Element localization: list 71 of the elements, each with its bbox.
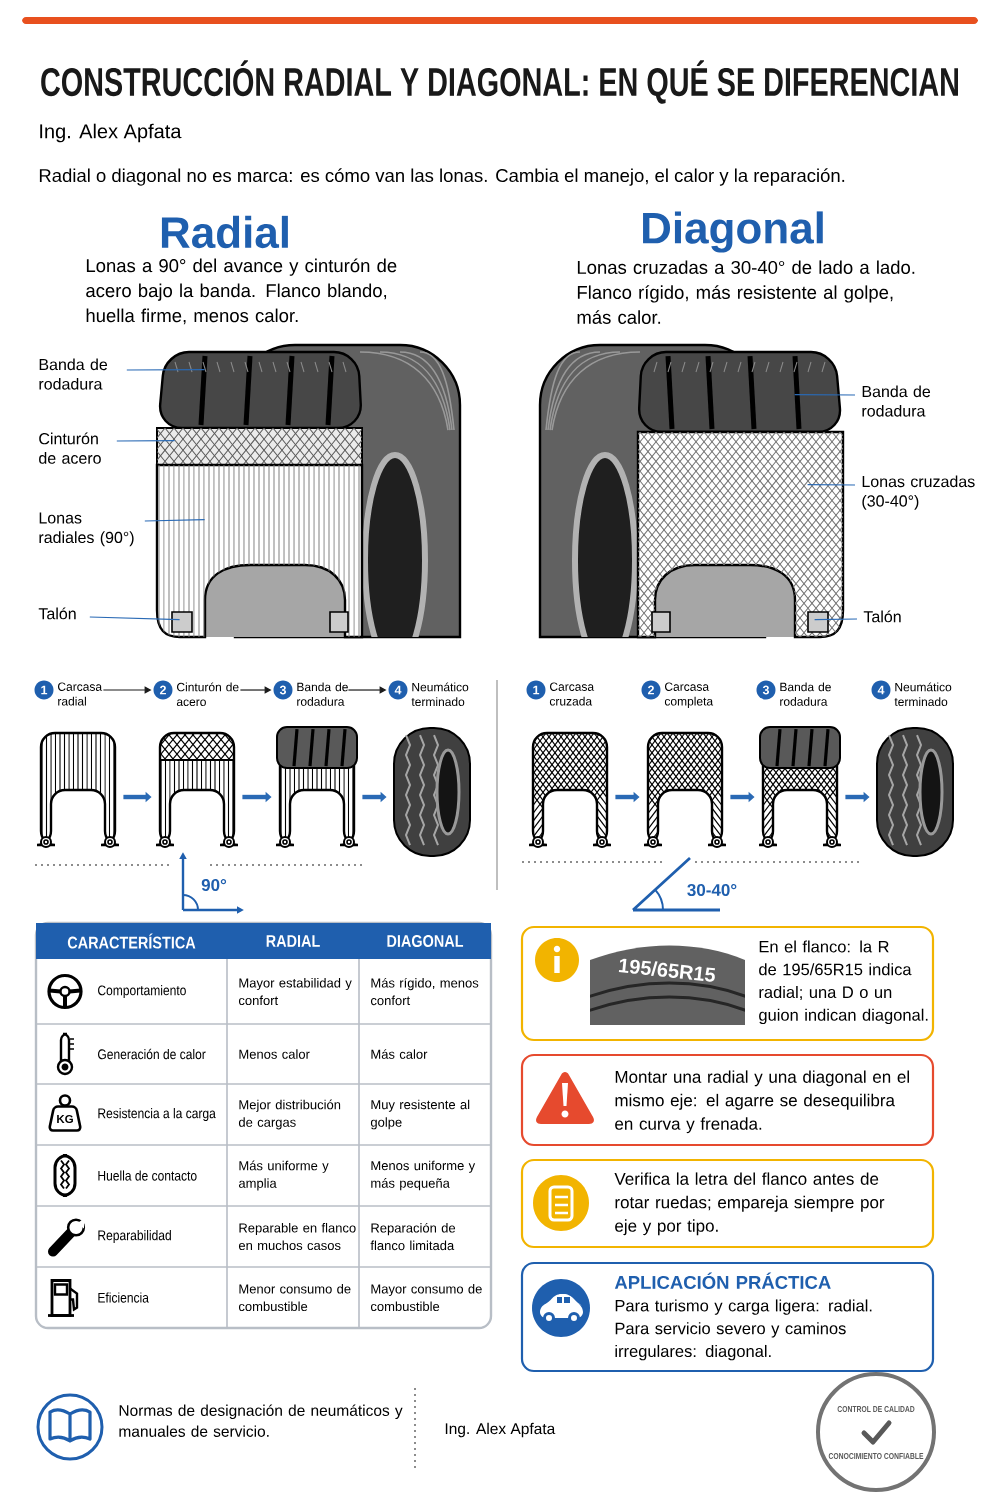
weight-mark: KG <box>57 1114 73 1124</box>
table-cell: Reparabilidad <box>98 1230 171 1244</box>
part-label: Lonas radiales (90°) <box>39 512 134 547</box>
step-number: 3 <box>756 680 776 700</box>
tire-cutaway-drawing <box>155 343 462 639</box>
table-cell: Reparación de flanco limitada <box>370 1222 456 1251</box>
header-cell: DIAGONAL <box>359 923 491 959</box>
table-cell: Más rígido, menos confort <box>370 977 479 1006</box>
step-number: 2 <box>153 680 173 700</box>
step-caption: Carcasa completa <box>664 682 714 708</box>
leader-line <box>794 394 856 396</box>
part-label: Banda de rodadura <box>862 385 931 417</box>
step-number: 1 <box>34 680 54 700</box>
part-label: Talón <box>38 607 76 620</box>
footer-note: Normas de designación de neumáticos y manuales de servicio. <box>119 1404 403 1437</box>
table-cell: Más uniforme y amplia <box>238 1160 329 1191</box>
description-text: Lonas cruzadas a 30-40° de lado a lado. Flanco rígido, más resistente al golpe, más calor. <box>577 260 915 324</box>
step-number: 4 <box>871 680 891 700</box>
step-caption: Neumático terminado <box>894 682 952 706</box>
table-cell: Muy resistente al golpe <box>370 1099 470 1130</box>
part-label: Cinturón de acero <box>39 432 101 464</box>
step-number: 1 <box>526 680 546 700</box>
tire-cutaway-drawing <box>538 343 845 639</box>
author-name: Ing. Alex Apfata <box>40 123 182 143</box>
intro-text: Radial o diagonal no es marca: es cómo van las lonas. Cambia el manejo, el calor y la reparación. <box>39 168 845 186</box>
step-caption: Neumático terminado <box>411 682 469 706</box>
table-cell: Más calor <box>371 1049 428 1059</box>
header-cell: CARACTERÍSTICA <box>36 923 227 959</box>
table-cell: Eficiencia <box>98 1292 149 1303</box>
part-label: Talón <box>863 610 901 623</box>
angle-label: 30-40° <box>687 884 737 897</box>
leader-line <box>116 440 176 442</box>
step-caption: Banda de rodadura <box>297 682 348 706</box>
leader-line <box>144 519 206 522</box>
tire-size-code: 195/65R15 <box>618 958 715 982</box>
table-cell: Menos uniforme y más pequeña <box>371 1160 476 1191</box>
stamp-text: CONOCIMIENTO CONFIABLE <box>828 1453 924 1460</box>
leader-line <box>126 369 206 371</box>
header-cell: RADIAL <box>227 923 359 959</box>
step-number: 3 <box>273 680 293 700</box>
table-cell: Reparable en flanco en muchos casos <box>238 1222 356 1251</box>
step-caption: Cinturón de acero <box>176 682 239 706</box>
table-cell: Mejor distribución de cargas <box>238 1099 341 1130</box>
section-heading: Radial <box>161 215 288 249</box>
step-caption: Banda de rodadura <box>780 682 831 706</box>
title: CONSTRUCCIÓN RADIAL Y DIAGONAL: EN QUÉ SE DIFERENCIAN <box>41 60 958 104</box>
part-label: Lonas cruzadas (30-40°) <box>862 475 975 510</box>
leader-line <box>807 484 856 486</box>
table-cell: Comportamiento <box>98 985 186 999</box>
table-cell: Huella de contacto <box>98 1170 197 1181</box>
table-cell: Menor consumo de combustible <box>238 1283 351 1312</box>
callout-box: Verifica la letra del flanco antes de rotar ruedas; empareja siempre por eje y por tipo. <box>520 1158 935 1249</box>
table-cell: Resistencia a la carga <box>98 1108 216 1122</box>
table-cell: Mayor estabilidad y confort <box>238 977 352 1006</box>
callout-box: APLICACIÓN PRÁCTICA Para turismo y carga ligera: radial. Para servicio severo y caminos irregulares: diagonal. <box>520 1261 935 1373</box>
section-heading: Diagonal <box>643 211 823 253</box>
leader-line <box>89 616 181 621</box>
step-number: 2 <box>641 680 661 700</box>
angle-label: 90° <box>201 879 227 891</box>
table-cell: Mayor consumo de combustible <box>370 1283 482 1312</box>
description-text: Lonas a 90° del avance y cinturón de acero bajo la banda. Flanco blando, huella firme, menos calor. <box>86 258 397 325</box>
callout-box: Montar una radial y una diagonal en el mismo eje: el agarre se desequilibra en curva y frenada. <box>520 1053 935 1147</box>
step-caption: Carcasa radial <box>58 682 103 706</box>
part-label: Banda de rodadura <box>39 358 108 390</box>
step-number: 4 <box>388 680 408 700</box>
leader-line <box>814 618 858 621</box>
footer-credit: Ing. Alex Apfata <box>445 1422 556 1438</box>
table-cell: Menos calor <box>239 1049 310 1059</box>
step-caption: Carcasa cruzada <box>549 682 595 706</box>
table-cell: Generación de calor <box>98 1048 206 1060</box>
stamp-text: CONTROL DE CALIDAD <box>837 1406 915 1413</box>
